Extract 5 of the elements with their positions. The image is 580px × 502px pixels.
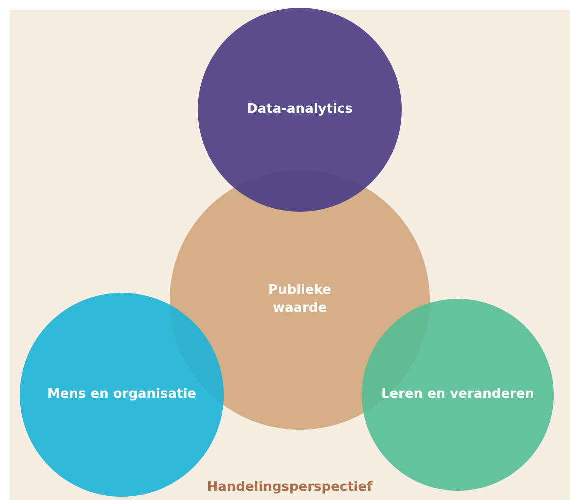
caption: Handelingsperspectief — [207, 480, 373, 495]
circle-label: Mens en organisatie — [48, 386, 196, 404]
circle-label: Publieke waarde — [268, 282, 332, 318]
circle-label: Leren en veranderen — [381, 386, 535, 404]
circle-label: Data-analytics — [247, 101, 353, 119]
